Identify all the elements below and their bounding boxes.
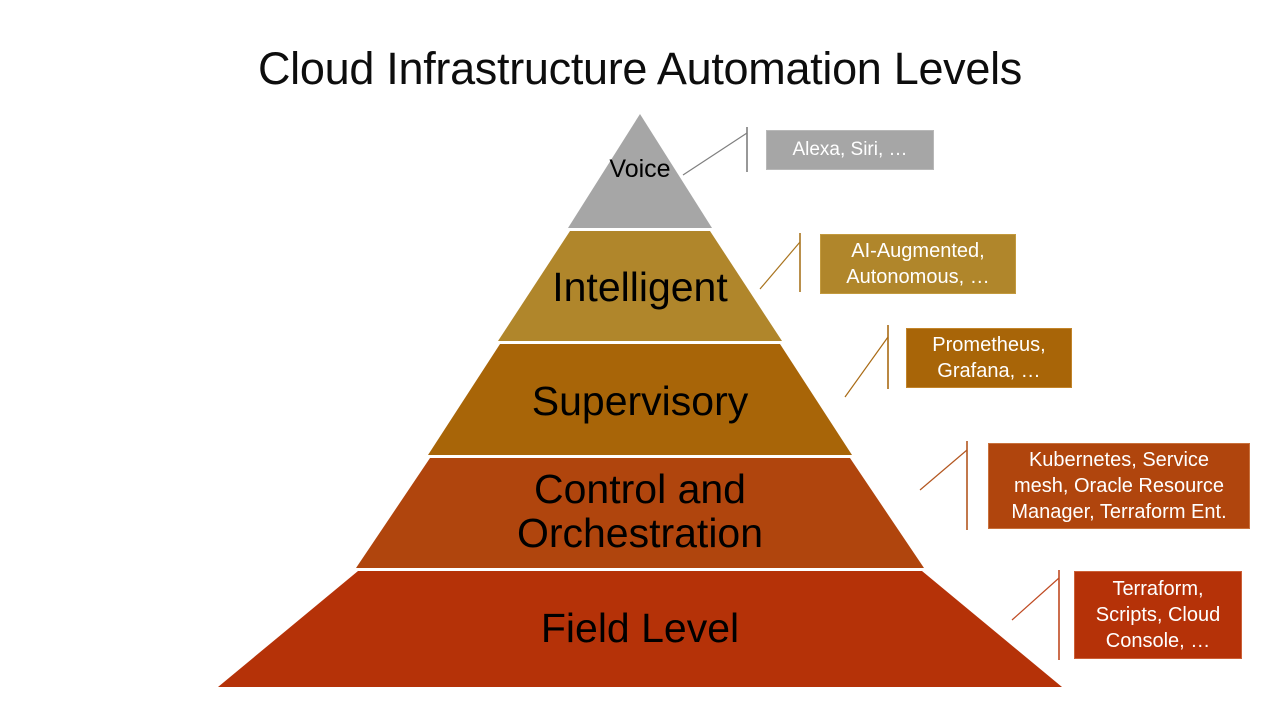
callout-control-orchestration[interactable]: Kubernetes, Service mesh, Oracle Resourc… <box>988 443 1250 529</box>
pyramid-level-supervisory[interactable] <box>428 344 852 455</box>
callout-intelligent[interactable]: AI-Augmented, Autonomous, … <box>820 234 1016 294</box>
leader-line-supervisory <box>844 325 889 398</box>
callout-supervisory[interactable]: Prometheus, Grafana, … <box>906 328 1072 388</box>
callout-voice[interactable]: Alexa, Siri, … <box>766 130 934 170</box>
leader-line-control-orchestration <box>919 441 968 530</box>
leader-line-intelligent <box>759 233 801 292</box>
pyramid-level-voice[interactable] <box>568 114 712 228</box>
pyramid-level-field[interactable] <box>218 571 1062 687</box>
leader-line-voice <box>682 127 748 176</box>
callout-field[interactable]: Terraform, Scripts, Cloud Console, … <box>1074 571 1242 659</box>
pyramid-level-control-orchestration[interactable] <box>356 458 924 568</box>
page-title: Cloud Infrastructure Automation Levels <box>257 43 1022 94</box>
pyramid-level-intelligent[interactable] <box>498 231 782 341</box>
leader-line-field <box>1011 570 1060 660</box>
